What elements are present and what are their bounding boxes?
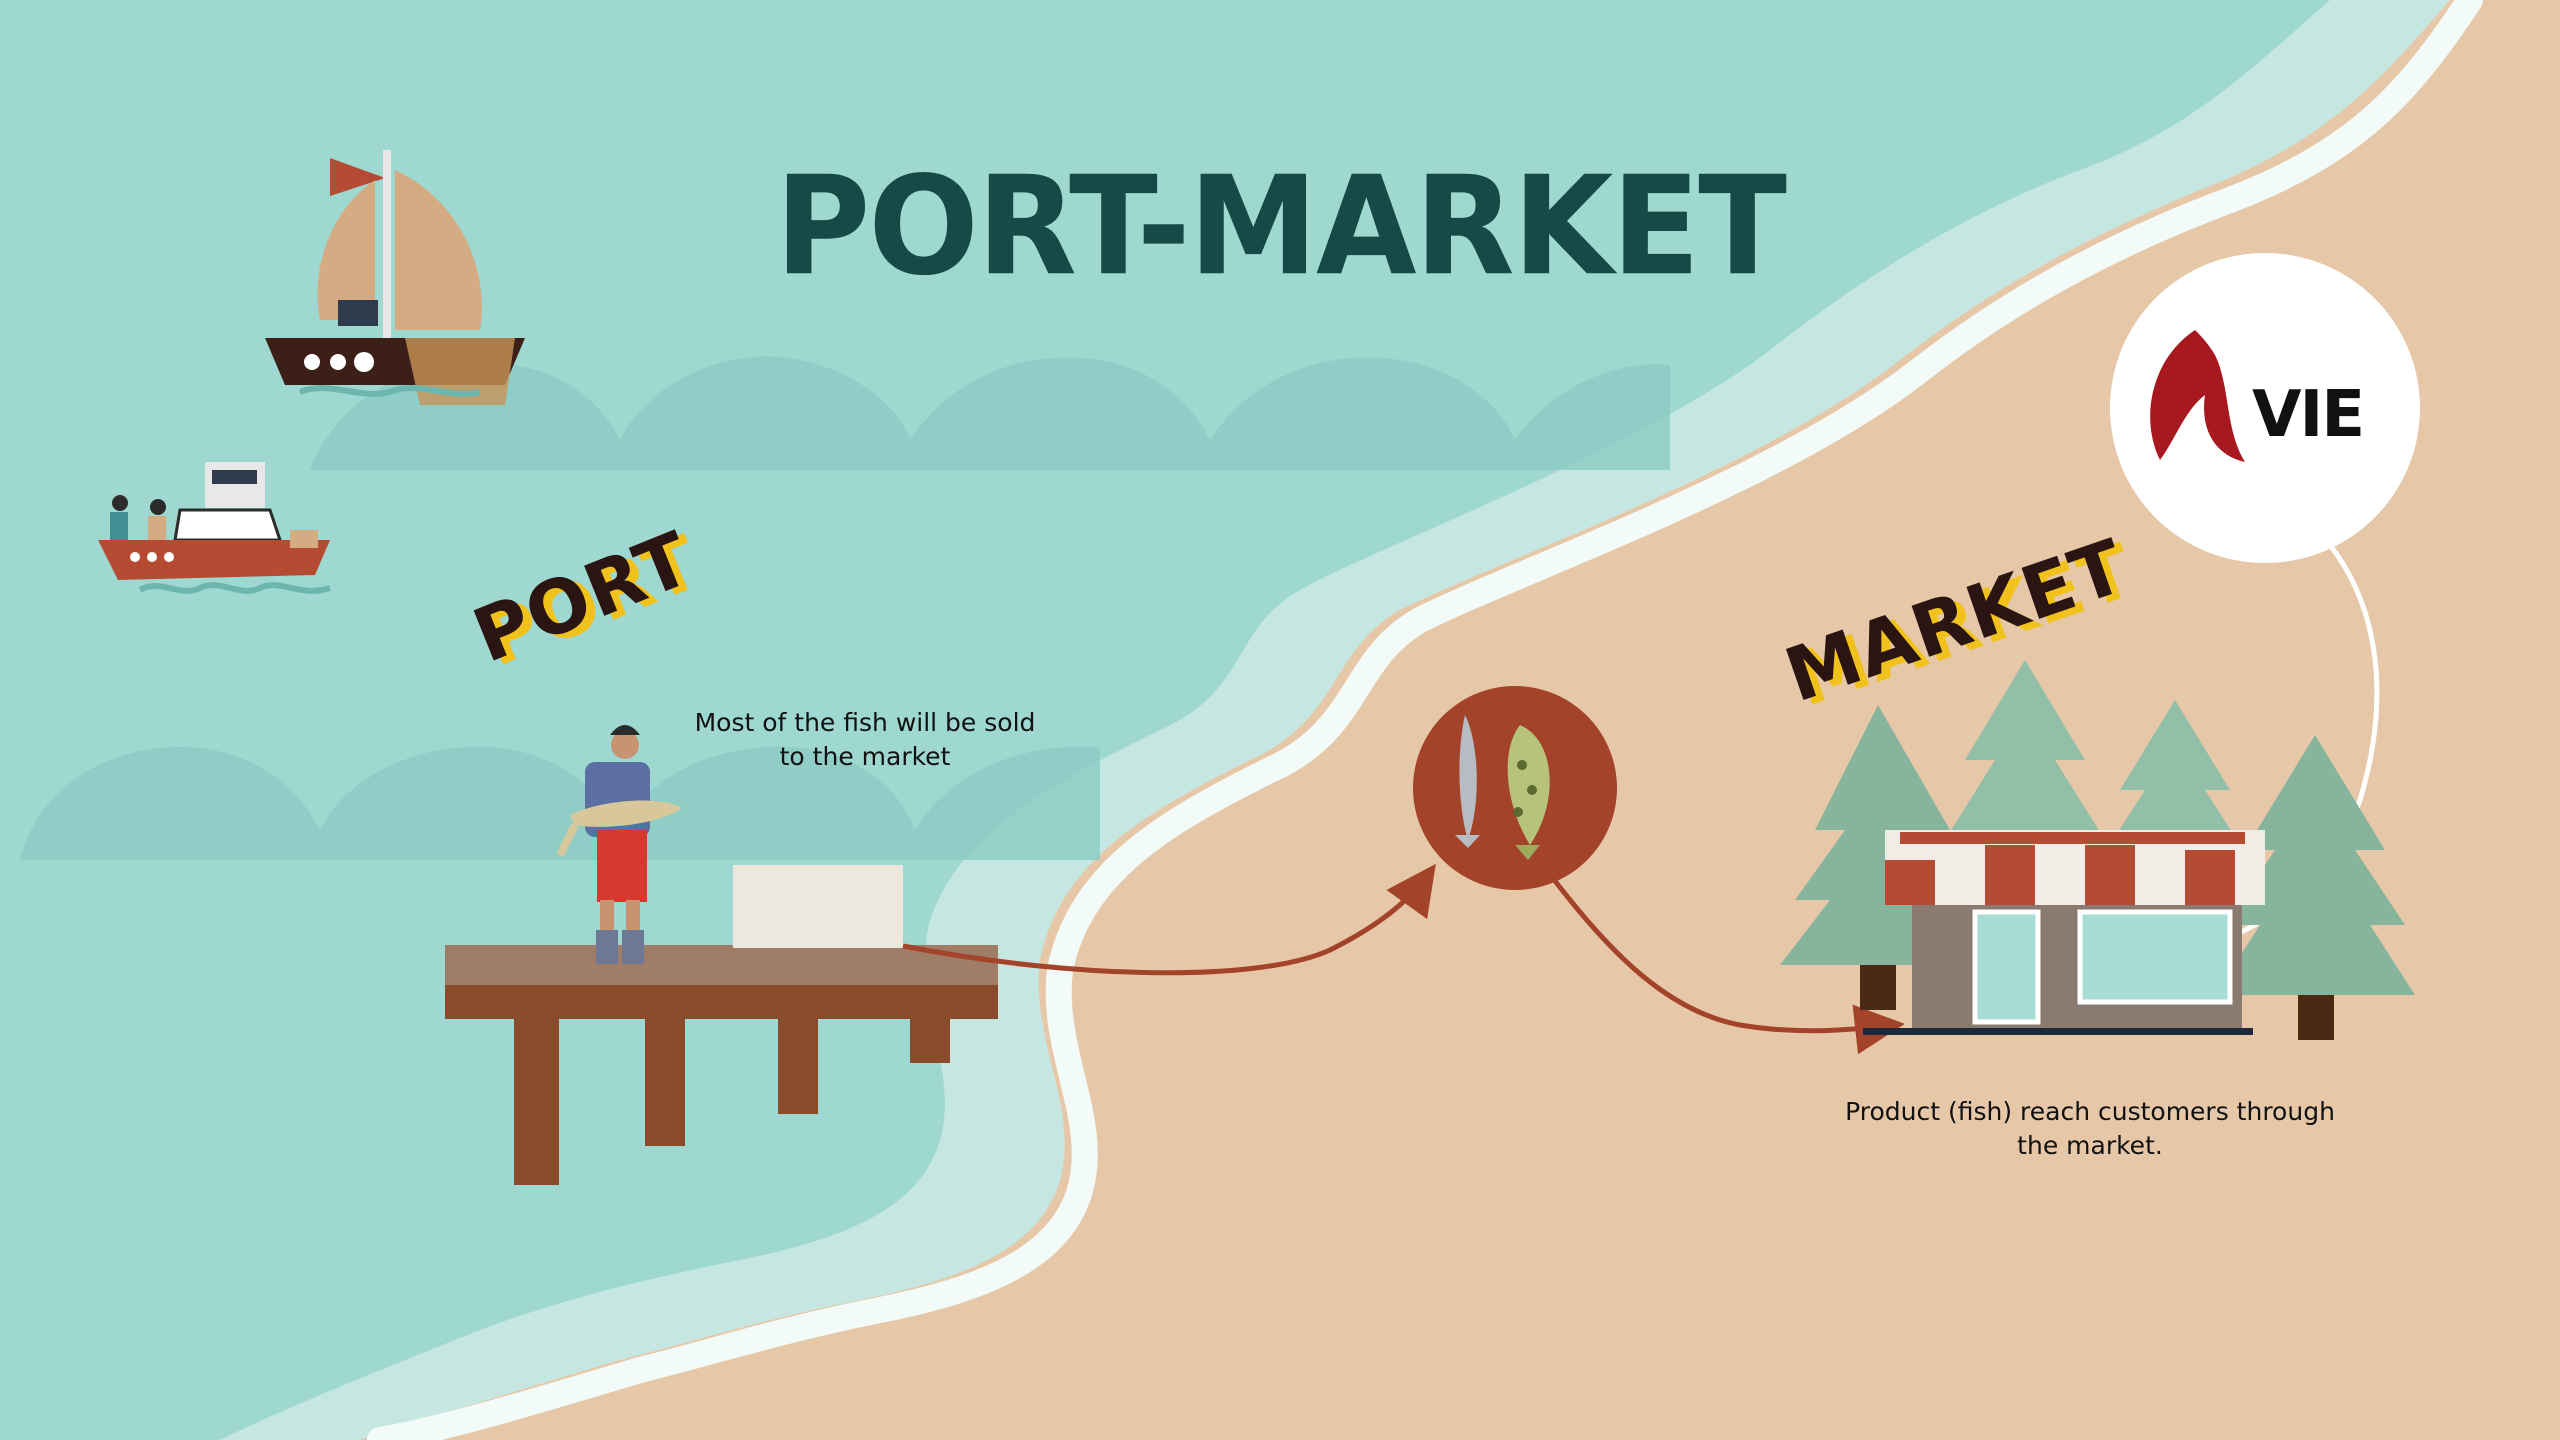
fisherman-icon [556,725,682,964]
foam-line [367,0,2483,1440]
logo-circle [2110,253,2420,563]
wave-pattern-mid [20,746,1100,860]
wave-pattern-top [310,356,1670,470]
sailboat-icon [265,150,525,405]
flow-arrow-fish-to-market [1543,866,1905,1055]
fish-icon [1413,686,1617,890]
page-title: PORT-MARKET [775,146,1787,306]
motorboat-icon [98,462,331,594]
vie-flame-logo [2150,330,2245,462]
crate [733,865,903,948]
market-note: Product (fish) reach customers through t… [1845,1097,2335,1160]
dock [445,945,998,1185]
sea [0,0,2330,1440]
shop-icon [1863,830,2265,1035]
port-note: Most of the fish will be sold to the mar… [694,708,1036,771]
logo-text: VIE [2252,378,2365,452]
flow-arrow-port-to-fish [902,863,1436,976]
